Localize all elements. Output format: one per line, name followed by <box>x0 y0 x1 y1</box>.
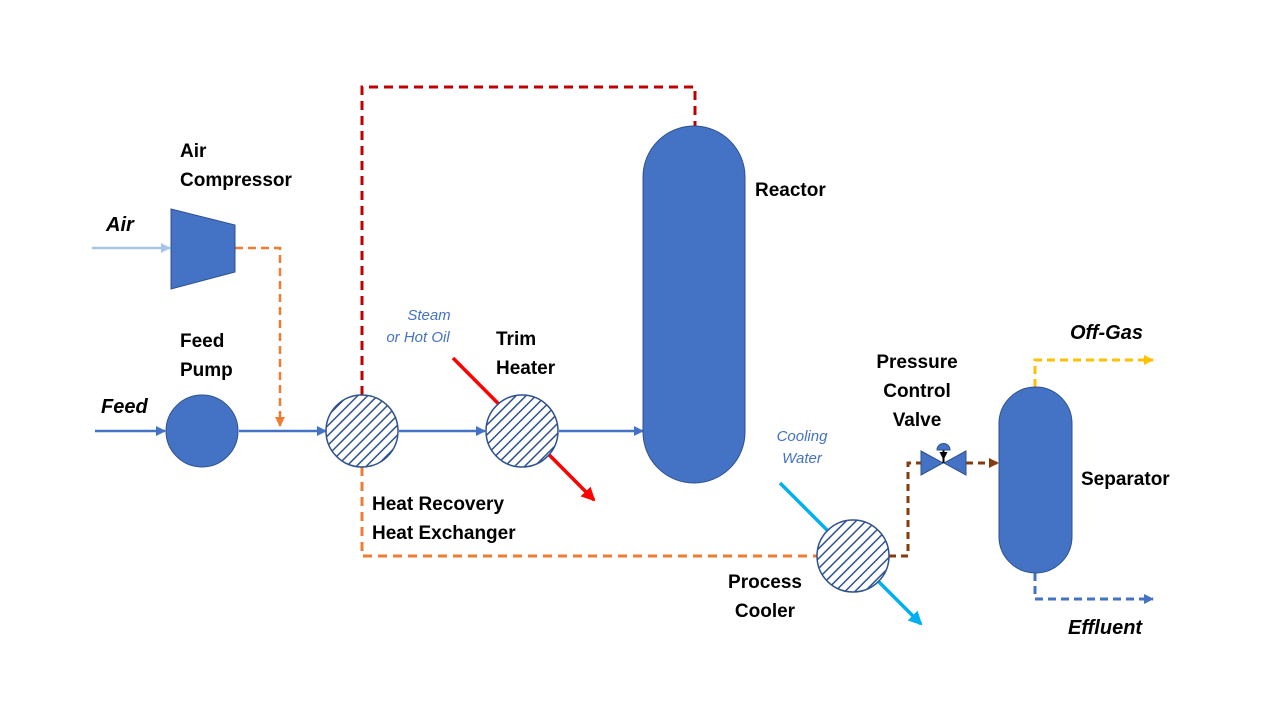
pressure-control-valve-label-line1: Pressure <box>876 352 958 373</box>
pressure-control-valve-label: Pressure Control Valve <box>864 348 970 435</box>
steam-utility-label-line2: or Hot Oil <box>386 329 450 346</box>
cooling-water-label-line1: Cooling <box>776 428 828 445</box>
control-valve-icon[interactable] <box>920 443 967 476</box>
exchanger-outlet-line <box>360 467 817 558</box>
heat-exchanger-icon[interactable] <box>485 394 559 468</box>
feed-pump-label-line1: Feed <box>180 331 225 352</box>
pump-icon[interactable] <box>165 394 239 468</box>
compressed-air-line <box>235 246 285 427</box>
cooling-water-label-line2: Water <box>782 450 822 467</box>
feed-stream-label: Feed <box>101 396 148 418</box>
steam-utility-label: Steam or Hot Oil <box>372 305 464 349</box>
heat-exchanger-icon[interactable] <box>816 519 890 593</box>
air-compressor-label-line2: Compressor <box>180 170 292 191</box>
trim-heater-label-line1: Trim <box>496 329 537 350</box>
heat-exchanger-icon[interactable] <box>325 394 399 468</box>
separator-label: Separator <box>1081 465 1170 494</box>
process-cooler-label: Process Cooler <box>715 568 815 626</box>
vessel-icon[interactable] <box>642 125 746 484</box>
trim-heater-label: Trim Heater <box>496 325 555 383</box>
process-cooler-label-line2: Cooler <box>734 601 796 622</box>
process-cooler-label-line1: Process <box>728 572 802 593</box>
vessel-icon[interactable] <box>998 386 1073 574</box>
off-gas-stream-label: Off-Gas <box>1070 322 1143 344</box>
air-compressor-label: Air Compressor <box>180 137 292 195</box>
off-gas-line <box>1033 355 1154 387</box>
effluent-stream-label: Effluent <box>1068 617 1143 639</box>
feed-pump-label: Feed Pump <box>180 327 233 385</box>
cooled-process-line <box>889 461 921 558</box>
reactor-label: Reactor <box>755 176 826 205</box>
feed-pump-label-line2: Pump <box>180 360 233 381</box>
air-compressor-label-line1: Air <box>180 141 207 162</box>
trim-heater-label-line2: Heater <box>496 358 556 379</box>
reactor-label-text: Reactor <box>755 180 826 201</box>
heat-recovery-exchanger-label-line2: Heat Exchanger <box>372 523 516 544</box>
effluent-line <box>1033 573 1154 604</box>
air-stream-label: Air <box>106 214 134 236</box>
pressure-control-valve-label-line3: Valve <box>892 410 942 431</box>
compressor-icon[interactable] <box>170 208 236 290</box>
heat-recovery-exchanger-label: Heat Recovery Heat Exchanger <box>372 490 516 548</box>
separator-label-text: Separator <box>1081 469 1170 490</box>
pressure-control-valve-label-line2: Control <box>883 381 951 402</box>
cooling-water-label: Cooling Water <box>768 426 836 470</box>
reactor-outlet-recycle-line <box>360 85 697 395</box>
heat-recovery-exchanger-label-line1: Heat Recovery <box>372 494 505 515</box>
steam-utility-label-line1: Steam <box>407 307 451 324</box>
